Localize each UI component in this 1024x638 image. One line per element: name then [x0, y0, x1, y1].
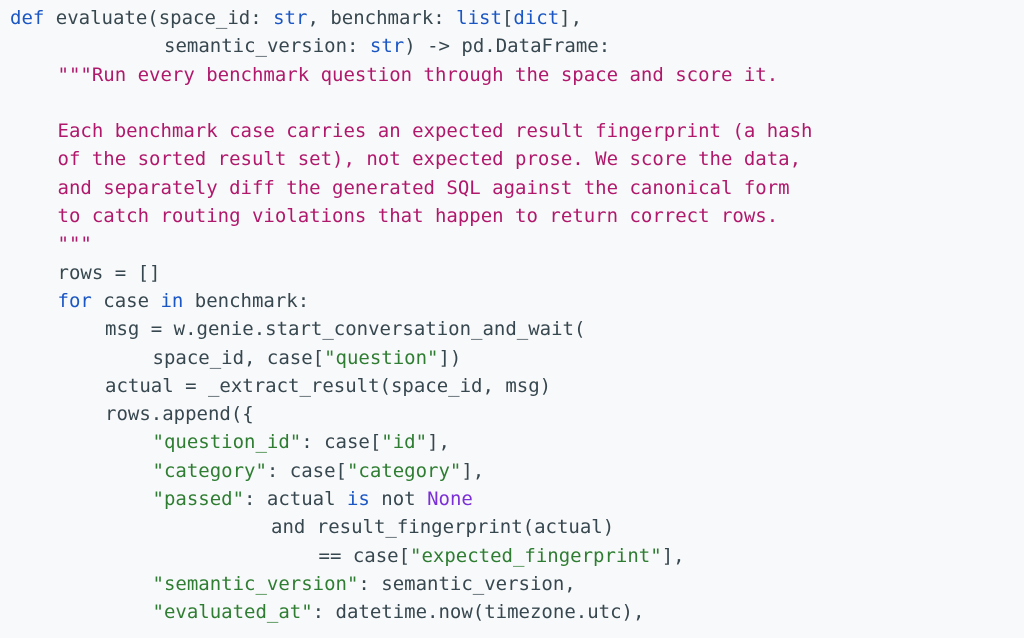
string-literal: "question_id" — [152, 431, 302, 454]
code-line-5: Each benchmark case carries an expected … — [10, 117, 1024, 145]
docstring-line: and separately diff the generated SQL ag… — [57, 176, 790, 199]
actual-assignment: actual = _extract_result(space_id, msg) — [105, 374, 552, 397]
close-bracket: ], — [427, 431, 450, 454]
call-args: space_id, case[ — [152, 346, 325, 369]
msg-call: msg = w.genie.start_conversation_and_wai… — [105, 318, 586, 341]
code-line-9: """ — [10, 230, 1024, 258]
docstring-line: to catch routing violations that happen … — [57, 205, 779, 228]
code-line-13: space_id, case["question"]) — [10, 344, 1024, 372]
for-keyword: for — [57, 289, 92, 312]
none-constant: None — [427, 488, 473, 511]
and-clause: and result_fingerprint(actual) — [271, 516, 615, 539]
string-literal: "passed" — [152, 488, 245, 511]
close-bracket: ], — [559, 7, 583, 29]
def-keyword: def — [10, 7, 45, 29]
code-line-22: "evaluated_at": datetime.now(timezone.ut… — [10, 598, 1024, 626]
docstring-line: """Run every benchmark question through … — [57, 63, 779, 86]
dict-value: : semantic_version, — [358, 572, 576, 595]
string-literal: "evaluated_at" — [152, 601, 313, 624]
code-line-6: of the sorted result set), not expected … — [10, 145, 1024, 173]
is-keyword: is — [346, 488, 370, 511]
code-line-11: for case in benchmark: — [10, 287, 1024, 315]
code-line-15: rows.append({ — [10, 400, 1024, 428]
eq-clause: == case[ — [318, 544, 411, 567]
string-literal: "expected_fingerprint" — [410, 544, 662, 567]
code-line-19: and result_fingerprint(actual) — [10, 513, 1024, 541]
not-operator: not — [369, 488, 428, 511]
code-line-18: "passed": actual is not None — [10, 485, 1024, 513]
docstring-close: """ — [57, 233, 92, 256]
type-str: str — [369, 35, 405, 58]
return-annotation: ) -> pd.DataFrame: — [404, 35, 611, 58]
loop-iterable: benchmark: — [183, 289, 310, 312]
in-keyword: in — [160, 289, 184, 312]
string-literal: "question" — [324, 346, 439, 369]
type-str: str — [273, 7, 308, 29]
open-bracket: [ — [501, 7, 514, 29]
code-line-1: def evaluate(space_id: str, benchmark: l… — [10, 4, 1024, 32]
string-literal: "category" — [346, 459, 462, 482]
docstring-line: Each benchmark case carries an expected … — [57, 120, 813, 143]
rows-append: rows.append({ — [105, 403, 254, 426]
docstring-line: of the sorted result set), not expected … — [57, 148, 802, 171]
close-bracket: ], — [461, 459, 485, 482]
string-literal: "semantic_version" — [152, 572, 359, 595]
dict-value: : actual — [244, 488, 347, 511]
code-line-21: "semantic_version": semantic_version, — [10, 570, 1024, 598]
close-bracket: ], — [661, 544, 685, 567]
code-line-16: "question_id": case["id"], — [10, 428, 1024, 456]
code-line-blank — [10, 89, 1024, 117]
dict-value: : datetime.now(timezone.utc), — [312, 601, 645, 624]
rows-init: rows = [] — [57, 261, 161, 284]
string-literal: "id" — [381, 431, 428, 454]
code-line-17: "category": case["category"], — [10, 457, 1024, 485]
type-list: list — [456, 7, 502, 29]
loop-variable: case — [91, 289, 161, 312]
code-line-7: and separately diff the generated SQL ag… — [10, 174, 1024, 202]
dict-value: : case[ — [266, 459, 347, 482]
code-line-8: to catch routing violations that happen … — [10, 202, 1024, 230]
dict-value: : case[ — [301, 431, 382, 454]
type-dict: dict — [513, 7, 560, 29]
code-line-12: msg = w.genie.start_conversation_and_wai… — [10, 315, 1024, 343]
code-line-2: semantic_version: str) -> pd.DataFrame: — [10, 32, 1024, 60]
string-literal: "category" — [152, 459, 267, 482]
code-line-14: actual = _extract_result(space_id, msg) — [10, 372, 1024, 400]
close-paren: ]) — [438, 346, 462, 369]
semantic-version-param: semantic_version: — [164, 35, 370, 58]
param-separator: , benchmark: — [307, 7, 457, 29]
function-signature: evaluate(space_id: — [44, 7, 274, 29]
code-line-10: rows = [] — [10, 259, 1024, 287]
code-line-3: """Run every benchmark question through … — [10, 61, 1024, 89]
code-line-20: == case["expected_fingerprint"], — [10, 542, 1024, 570]
